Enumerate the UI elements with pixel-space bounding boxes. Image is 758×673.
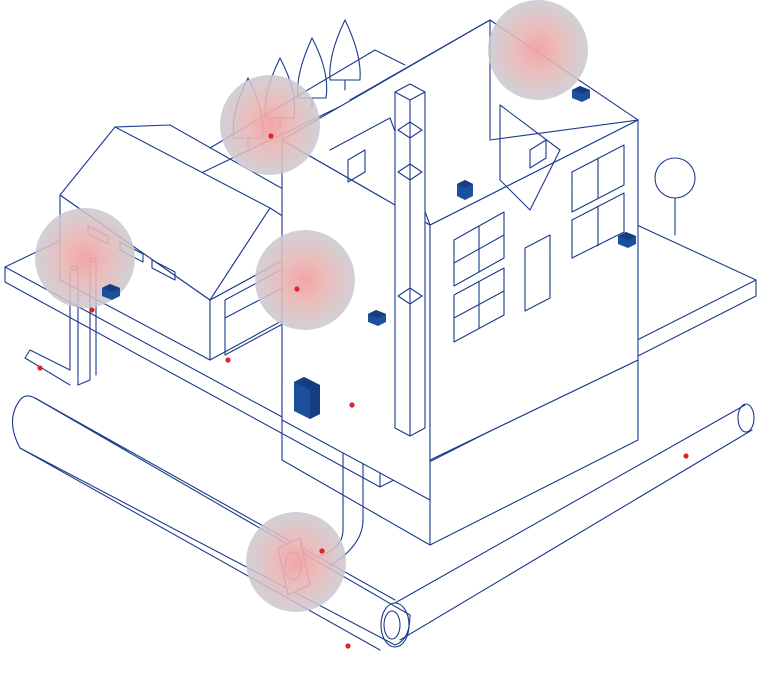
marker-sewer-main bbox=[345, 643, 351, 649]
sensor-box-icon bbox=[618, 232, 636, 248]
device-layer bbox=[102, 86, 636, 419]
base-station-icon bbox=[294, 377, 320, 419]
sewer-branch-pipe bbox=[394, 403, 755, 641]
marker-pipe-bend bbox=[37, 365, 43, 371]
sensor-box-icon bbox=[102, 284, 120, 300]
hotspot-house-corner bbox=[255, 230, 355, 330]
sensor-box-icon bbox=[572, 86, 590, 102]
marker-garage-floor bbox=[225, 357, 231, 363]
marker-sewer-branch bbox=[683, 453, 689, 459]
marker-garage-wall bbox=[89, 307, 95, 313]
hotspot-trees bbox=[220, 75, 320, 175]
marker-layer bbox=[37, 133, 689, 649]
hotspot-garage-wall bbox=[35, 208, 135, 308]
hotspot-layer bbox=[35, 0, 588, 612]
marker-cellar bbox=[349, 402, 355, 408]
hotspot-sewer-junction bbox=[246, 512, 346, 612]
yard-tree bbox=[654, 157, 696, 236]
marker-junction bbox=[319, 548, 325, 554]
sensor-box-icon bbox=[368, 310, 386, 326]
marker-house-corner bbox=[294, 286, 300, 292]
marker-trees bbox=[268, 133, 274, 139]
sensor-box-icon bbox=[457, 180, 473, 200]
hotspot-roof-ridge bbox=[488, 0, 588, 100]
chimney-duct bbox=[394, 83, 426, 437]
